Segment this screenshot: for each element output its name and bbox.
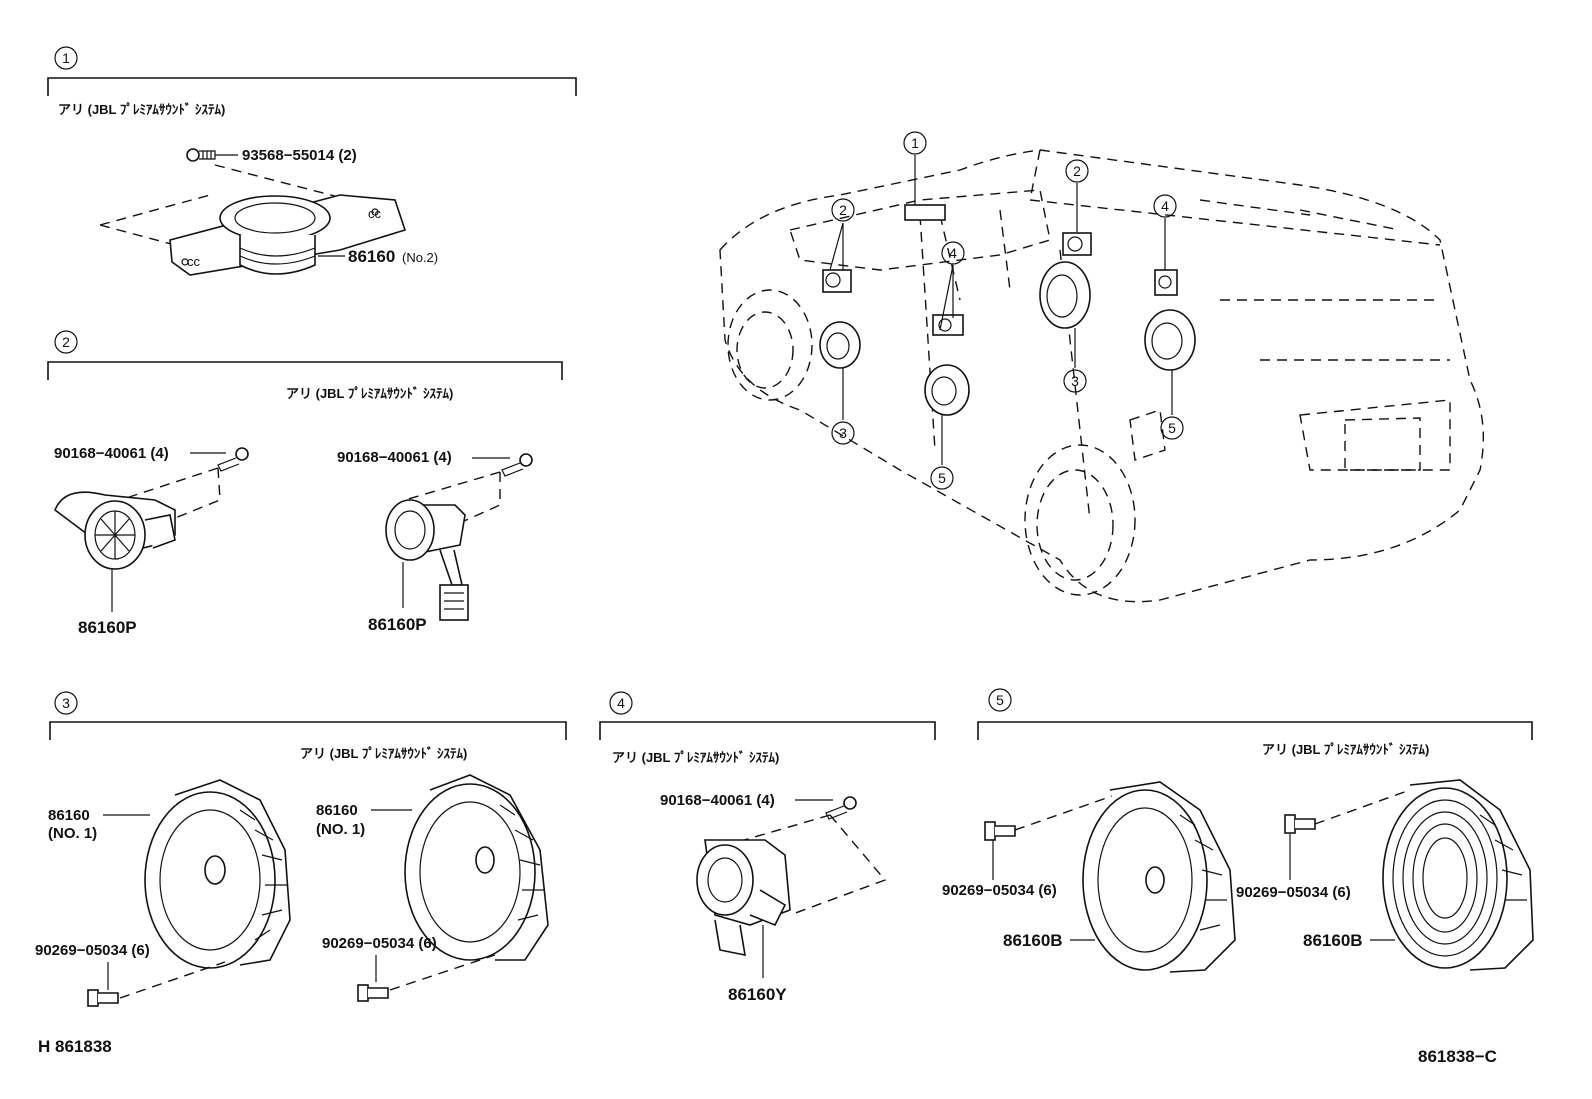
section-2-number-circle [54,330,78,354]
section-4-option-note: アリ (JBL ﾌﾟﾚﾐｱﾑｻｳﾝﾄﾞ ｼｽﾃﾑ) [612,750,779,765]
car-speaker-side-woofer [1039,261,1091,329]
car-speaker-front-door [819,321,861,369]
rear-wheel [1024,444,1136,596]
footer-diagram-id: H 861838 [38,1037,112,1056]
section-1: 1 アリ (JBL ﾌﾟﾚﾐｱﾑｻｳﾝﾄﾞ ｼｽﾃﾑ) 93568−55014 … [47,46,577,276]
section-4-bracket [599,721,936,740]
section-5-number-circle [988,688,1012,712]
car-speaker-center-tweeter [932,314,964,336]
section-2: 2 アリ (JBL ﾌﾟﾚﾐｱﾑｻｳﾝﾄﾞ ｼｽﾃﾑ) 90168−40061 … [47,330,563,637]
label-86160-no1-right: 86160 [316,802,358,819]
car-speaker-rear-tweeter [1154,269,1178,296]
label-86160-no1-left: 86160 [48,807,90,824]
car-speaker-front-tweeter [822,269,852,293]
car-speaker-dash [904,204,946,221]
label-93568-55014: 93568−55014 (2) [242,147,357,164]
car-speaker-rear-woofer [1144,309,1196,371]
section-3-number: 3 [62,695,70,711]
label-90269-05034-3b: 90269−05034 (6) [322,935,437,952]
car-callout-2-front: 2 [839,202,847,218]
car-callout-4-front: 4 [949,245,957,261]
section-3-bracket [49,721,567,740]
car-callout-2-rear: 2 [1073,163,1081,179]
label-90269-05034-5a: 90269−05034 (6) [942,882,1057,899]
label-86160-no2: 86160 [348,247,395,266]
section-5: 5 アリ (JBL ﾌﾟﾚﾐｱﾑｻｳﾝﾄﾞ ｼｽﾃﾑ) 90269−05034 … [942,688,1534,973]
section-2-number: 2 [62,334,70,350]
label-86160-no1-right-sub: (NO. 1) [316,821,365,838]
car-callout-3-front: 3 [839,425,847,441]
vehicle-overview: 1 2 2 3 3 4 4 5 5 [719,131,1484,603]
section-5-number: 5 [996,692,1004,708]
label-90269-05034-5b: 90269−05034 (6) [1236,884,1351,901]
screw-93568-icon [186,148,216,162]
section-4-number: 4 [617,695,625,711]
car-callout-4-rear: 4 [1161,198,1169,214]
label-86160-no1-left-sub: (NO. 1) [48,825,97,842]
label-90269-05034-3a: 90269−05034 (6) [35,942,150,959]
section-1-number: 1 [62,50,70,66]
label-90168-40061-4: 90168−40061 (4) [660,792,775,809]
svg-text:cc: cc [368,206,382,221]
footer-page-id: 861838−C [1418,1047,1497,1066]
section-3-number-circle [54,691,78,715]
car-callout-5-rear: 5 [1168,420,1176,436]
speaker-86160b-left-icon [1082,781,1236,973]
rivet-3b-icon [357,984,389,1002]
section-1-number-circle [54,46,78,70]
tweeter-86160p-right-icon [385,499,469,621]
section-4-number-circle [609,691,633,715]
section-5-bracket [977,721,1533,740]
car-callout-1: 1 [911,135,919,151]
speaker-86160b-right-icon [1382,779,1534,971]
tweeter-86160y-icon [696,839,791,957]
speaker-86160-no1-left-icon [144,779,291,969]
rivet-3a-icon [87,989,119,1007]
label-86160p-left: 86160P [78,618,137,637]
screw-90168-2b-icon [501,453,533,477]
rivet-5b-icon [1284,814,1316,834]
label-86160b-right: 86160B [1303,931,1363,950]
rivet-5a-icon [984,821,1016,841]
car-speaker-c-pillar-tweeter [1062,232,1092,256]
section-1-bracket [47,77,577,96]
label-86160-no2-sub: (No.2) [402,250,438,265]
screw-90168-2a-icon [217,447,249,472]
label-86160p-right: 86160P [368,615,427,634]
label-86160b-left: 86160B [1003,931,1063,950]
label-86160y: 86160Y [728,985,787,1004]
section-2-bracket [47,361,563,380]
car-callout-3-rear: 3 [1071,373,1079,389]
svg-text:cc: cc [187,254,201,269]
section-2-option-note: アリ (JBL ﾌﾟﾚﾐｱﾑｻｳﾝﾄﾞ ｼｽﾃﾑ) [286,386,453,401]
section-1-option-note: アリ (JBL ﾌﾟﾚﾐｱﾑｻｳﾝﾄﾞ ｼｽﾃﾑ) [58,102,225,117]
section-4: 4 アリ (JBL ﾌﾟﾚﾐｱﾑｻｳﾝﾄﾞ ｼｽﾃﾑ) 90168−40061 … [599,691,936,1004]
section-5-option-note: アリ (JBL ﾌﾟﾚﾐｱﾑｻｳﾝﾄﾞ ｼｽﾃﾑ) [1262,742,1429,757]
section-3: 3 アリ (JBL ﾌﾟﾚﾐｱﾑｻｳﾝﾄﾞ ｼｽﾃﾑ) 86160 (NO. 1… [35,691,567,1007]
front-wheel [727,289,813,401]
tweeter-86160p-left-icon [54,491,176,570]
section-3-option-note: アリ (JBL ﾌﾟﾚﾐｱﾑｻｳﾝﾄﾞ ｼｽﾃﾑ) [300,746,467,761]
speaker-86160-no1-right-icon [404,774,549,961]
car-callout-5-front: 5 [938,470,946,486]
label-90168-40061-2b: 90168−40061 (4) [337,449,452,466]
label-90168-40061-2a: 90168−40061 (4) [54,445,169,462]
car-speaker-rear-door [924,364,970,416]
speaker-86160-no2-icon: cc cc [169,194,407,276]
